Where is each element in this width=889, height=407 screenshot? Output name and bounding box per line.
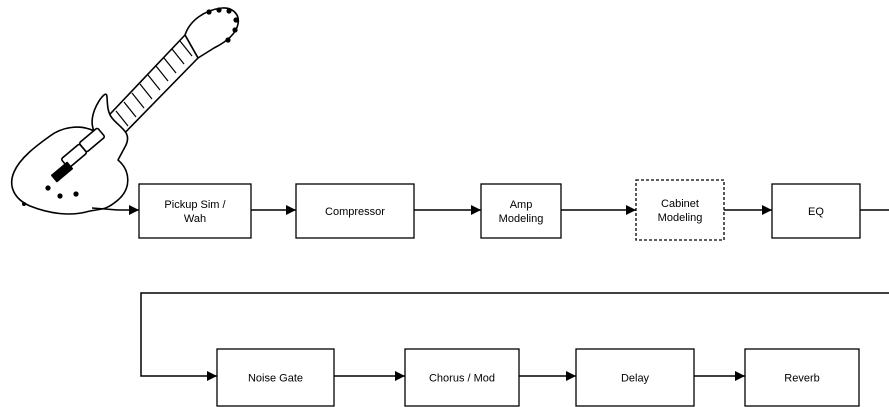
block-delay-label: Delay [621,373,650,385]
block-delay: Delay [575,348,695,407]
block-eq-box [771,183,861,239]
block-compressor-box [295,183,415,239]
block-compressor: Compressor [295,183,415,239]
block-amp-label: Amp [510,199,533,211]
block-chorus-label: Chorus / Mod [429,373,495,385]
block-cabinet-box [635,179,725,241]
block-cabinet-label: Cabinet [661,198,699,210]
block-pickup-box [138,183,252,239]
block-eq-label: EQ [808,206,824,218]
block-noise-gate-box [216,348,335,407]
block-compressor-label: Compressor [325,206,385,218]
connector-guitar-to-pickup [91,205,139,215]
block-chorus-box [404,348,520,407]
block-reverb-box [744,348,860,407]
block-chorus: Chorus / Mod [404,348,520,407]
block-pickup-label: Wah [184,213,206,225]
signal-flow-connectors [91,205,889,381]
block-reverb: Reverb [744,348,860,407]
processing-blocks: Pickup Sim /WahCompressorAmpModelingCabi… [138,179,861,407]
block-cabinet-label: Modeling [658,212,703,224]
block-eq: EQ [771,183,861,239]
block-reverb-label: Reverb [784,373,819,385]
block-amp-label: Modeling [499,213,544,225]
block-pickup: Pickup Sim / Wah [138,183,252,239]
block-noise-gate-label: Noise Gate [248,373,303,385]
guitar-icon [10,7,240,215]
block-pickup-label: Pickup Sim / [164,199,226,211]
block-amp-box [480,183,562,239]
block-noise-gate: Noise Gate [216,348,335,407]
block-delay-box [575,348,695,407]
connector-return-line [140,292,889,381]
